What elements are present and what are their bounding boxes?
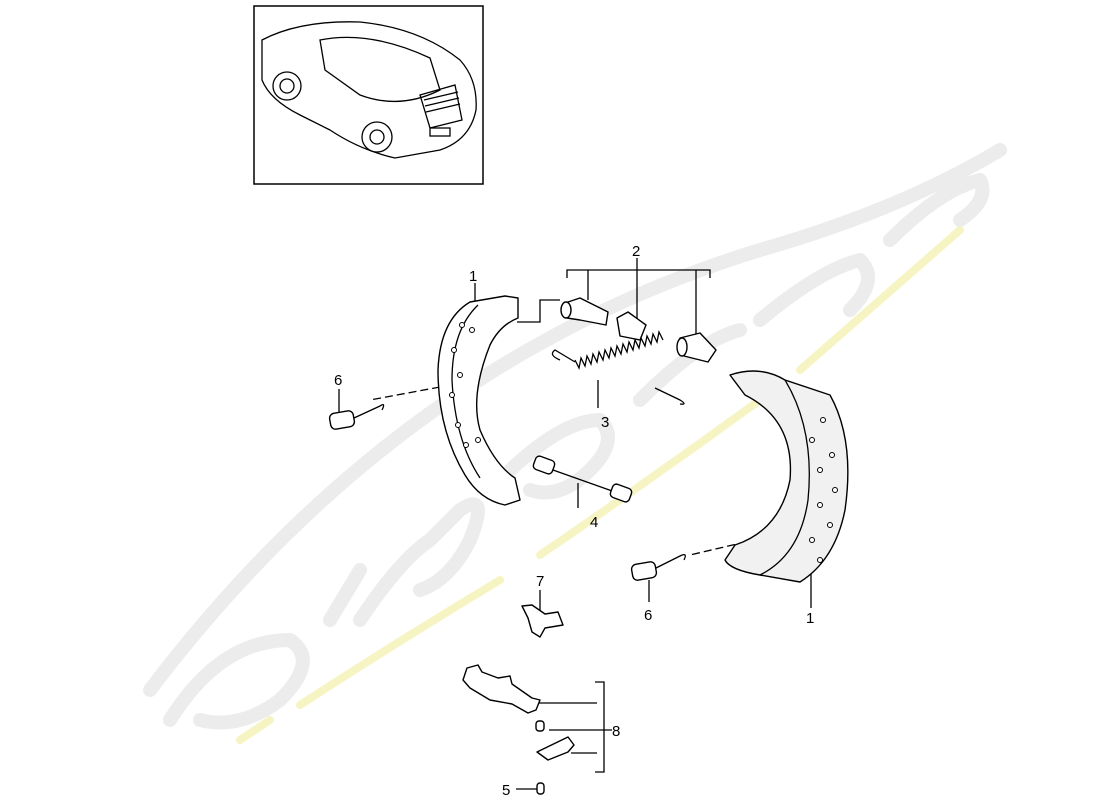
callout-2: 2 xyxy=(632,243,640,260)
callout-7: 7 xyxy=(536,573,544,590)
leader-lines xyxy=(338,258,812,790)
watermark-logo xyxy=(143,143,1007,744)
spring-lower xyxy=(532,455,633,503)
brake-shoe-right xyxy=(724,370,849,583)
callout-6-right: 6 xyxy=(644,607,652,624)
callout-3: 3 xyxy=(601,414,609,431)
car-icon xyxy=(261,21,477,159)
adjuster-lever-kit xyxy=(462,664,575,795)
callout-8: 8 xyxy=(612,723,620,740)
adjuster-wheel xyxy=(616,311,647,341)
callout-5: 5 xyxy=(502,782,510,799)
callout-1-right: 1 xyxy=(806,610,814,627)
hold-down-spring-left xyxy=(328,404,385,430)
callout-4: 4 xyxy=(590,514,598,531)
hold-down-spring-right xyxy=(630,554,686,581)
callout-labels: 1 1 2 3 4 5 6 6 7 8 xyxy=(334,243,814,799)
adjuster-sleeve xyxy=(676,332,717,363)
spring-upper xyxy=(551,330,685,405)
adjuster-screw xyxy=(560,297,609,326)
retainer-clip xyxy=(521,604,564,638)
callout-6-left: 6 xyxy=(334,372,342,389)
brake-shoe-left xyxy=(437,295,521,506)
callout-1-left: 1 xyxy=(469,268,477,285)
vehicle-thumbnail xyxy=(253,5,484,185)
